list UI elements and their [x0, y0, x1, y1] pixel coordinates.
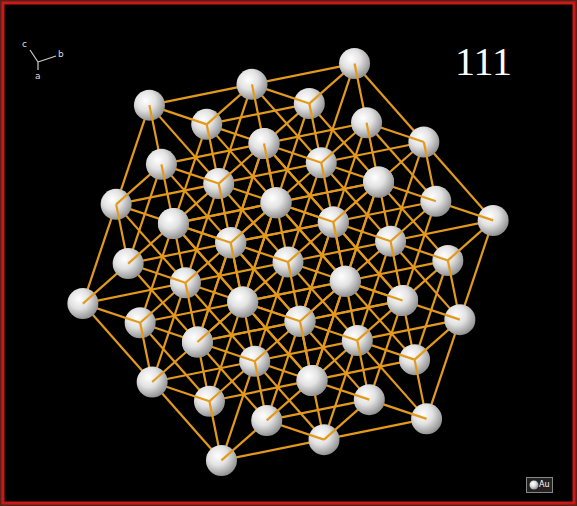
gold-atom	[158, 208, 189, 239]
axis-triad	[30, 50, 56, 70]
legend-sphere	[529, 480, 539, 490]
bond-line	[243, 281, 346, 302]
bond-line	[197, 321, 300, 342]
bond-line	[276, 203, 345, 281]
bond-line	[391, 220, 494, 241]
bond-line	[369, 300, 402, 399]
bond-line	[173, 224, 242, 302]
bond-line	[128, 264, 197, 342]
bond-line	[83, 283, 186, 304]
bond-line	[231, 222, 334, 243]
bond-line	[152, 361, 255, 382]
bond-line	[403, 201, 436, 300]
bond-line	[460, 220, 493, 319]
bond-line	[173, 203, 276, 224]
bond-line	[243, 302, 312, 380]
axis-label: c	[22, 40, 27, 49]
gold-atom	[330, 266, 361, 297]
bond-line	[221, 440, 324, 461]
bond-line	[357, 320, 460, 341]
gold-atom	[260, 187, 291, 218]
bond-line	[231, 222, 334, 243]
bond-line	[128, 243, 231, 264]
gold-atom	[330, 266, 361, 297]
gold-atom	[227, 287, 258, 318]
bond-line	[427, 320, 460, 419]
gold-atom	[297, 365, 328, 396]
bond-line	[264, 123, 367, 144]
atom-cluster	[67, 48, 508, 476]
bond-line	[152, 382, 221, 460]
gold-atom	[297, 365, 328, 396]
axis-label: a	[35, 72, 41, 81]
bond-line	[83, 304, 152, 382]
legend-text: Au	[539, 481, 550, 489]
inner-frame	[3, 3, 574, 503]
bond-line	[173, 203, 276, 224]
bond-line	[300, 300, 403, 321]
gold-atom	[363, 166, 394, 197]
bond-line	[312, 281, 345, 380]
bond-line	[276, 182, 379, 203]
bond-line	[252, 64, 355, 85]
gold-atom	[158, 208, 189, 239]
bond-line	[333, 201, 436, 222]
bond-line	[324, 419, 427, 440]
gold-atom	[363, 166, 394, 197]
bond-line	[149, 84, 252, 105]
bond-line	[267, 400, 370, 421]
bond-line	[300, 300, 403, 321]
gold-atom	[227, 287, 258, 318]
bond-line	[276, 182, 379, 203]
bond-line	[243, 281, 346, 302]
bond-line	[197, 321, 300, 342]
bond-line	[243, 203, 276, 302]
bond-line	[161, 144, 264, 165]
axis-label: b	[58, 50, 64, 59]
gold-atom	[339, 48, 370, 79]
legend-box: Au	[526, 477, 553, 493]
bond-line	[345, 182, 378, 281]
bond-line	[197, 342, 266, 420]
view-direction: 111	[455, 42, 512, 82]
gold-atom	[260, 187, 291, 218]
